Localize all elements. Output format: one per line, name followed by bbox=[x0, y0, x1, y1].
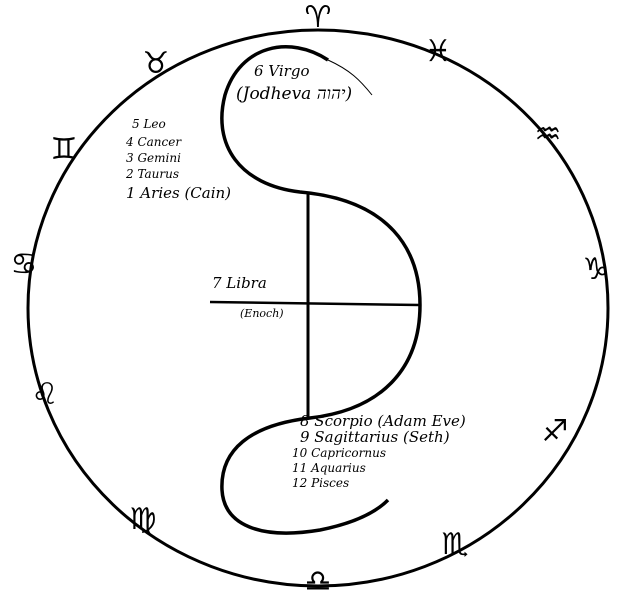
label-libra: 7 Libra bbox=[212, 274, 267, 292]
label-capricornus: 10 Capricornus bbox=[292, 446, 386, 460]
virgo-glyph-icon: ♍ bbox=[129, 502, 157, 537]
label-sagittarius: 9 Sagittarius (Seth) bbox=[300, 428, 450, 446]
scorpio-glyph-icon: ♏ bbox=[441, 527, 469, 562]
leo-glyph-icon: ♌ bbox=[31, 377, 59, 412]
label-jodheva: (Jodheva יהוה) bbox=[236, 84, 353, 104]
label-virgo: 6 Virgo bbox=[254, 62, 310, 80]
outer-circle bbox=[26, 28, 610, 588]
horizontal-axis bbox=[209, 300, 421, 307]
libra-glyph-icon: ♎ bbox=[304, 564, 332, 599]
aries-glyph-icon: ♈ bbox=[304, 0, 332, 35]
label-gemini: 3 Gemini bbox=[126, 151, 181, 165]
label-leo: 5 Leo bbox=[132, 117, 166, 131]
s-curve bbox=[220, 45, 422, 535]
sagittarius-glyph-icon: ♐ bbox=[541, 414, 569, 449]
label-scorpio: 8 Scorpio (Adam Eve) bbox=[300, 412, 466, 430]
gemini-glyph-icon: ♊ bbox=[50, 132, 78, 167]
capricorn-glyph-icon: ♑ bbox=[582, 252, 610, 287]
pisces-glyph-icon: ♓ bbox=[424, 34, 452, 69]
taurus-glyph-icon: ♉ bbox=[142, 46, 170, 81]
label-enoch: (Enoch) bbox=[240, 307, 284, 320]
label-cancer: 4 Cancer bbox=[126, 135, 182, 149]
aquarius-glyph-icon: ♒ bbox=[534, 117, 562, 152]
label-aries: 1 Aries (Cain) bbox=[126, 184, 232, 202]
label-taurus: 2 Taurus bbox=[126, 167, 180, 181]
label-pisces: 12 Pisces bbox=[292, 476, 350, 490]
label-aquarius: 11 Aquarius bbox=[292, 461, 366, 475]
cancer-glyph-icon: ♋ bbox=[10, 247, 38, 282]
